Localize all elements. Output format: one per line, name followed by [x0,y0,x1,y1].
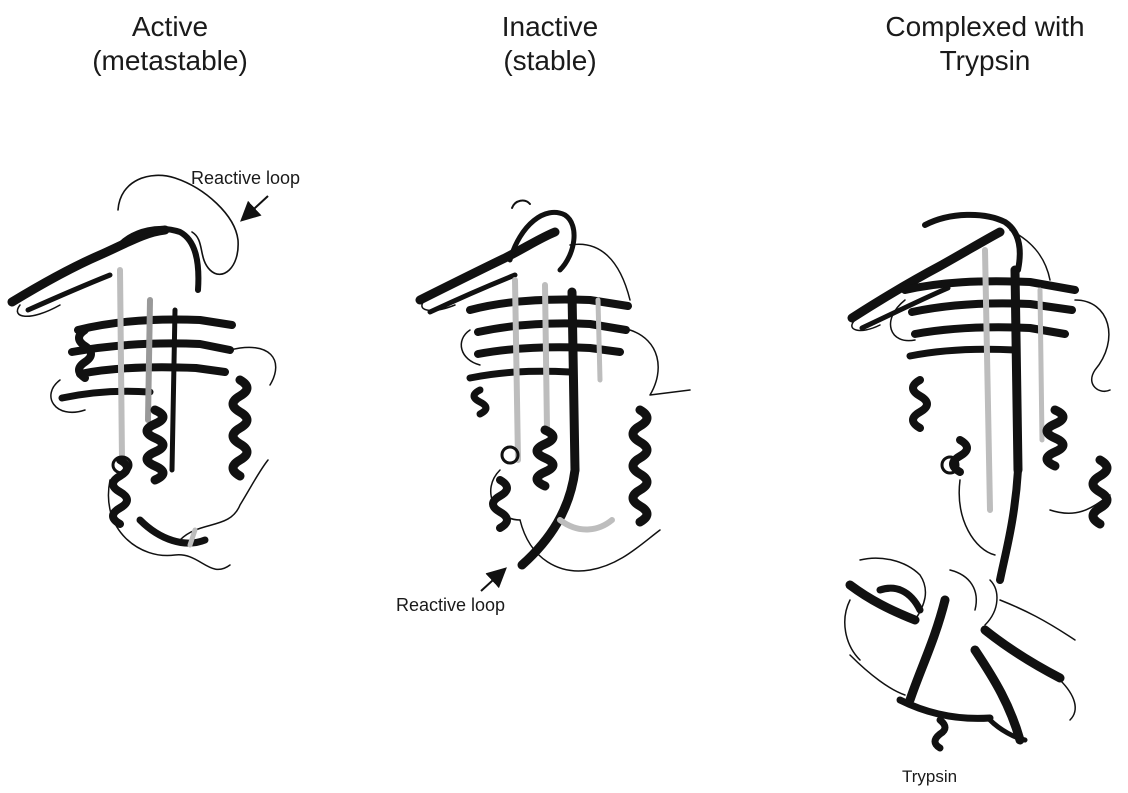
complexed-structure [852,215,1110,580]
trypsin-structure [845,558,1075,748]
active-structure [12,175,276,569]
arrow-reactive-loop-inactive [481,570,504,591]
inactive-structure [420,201,690,571]
reactive-loop-active [118,175,238,274]
arrow-reactive-loop-active [243,196,268,219]
